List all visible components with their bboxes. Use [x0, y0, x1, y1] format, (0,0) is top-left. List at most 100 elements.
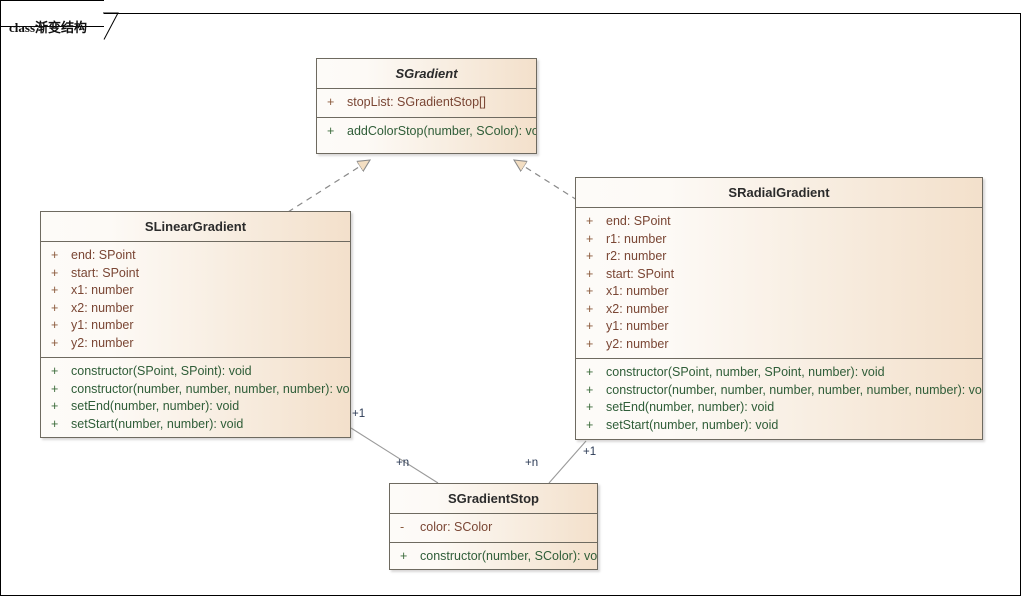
- multiplicity-linear-one: +1: [352, 408, 366, 420]
- diagram-frame-tab: [0, 0, 104, 27]
- member-signature: setStart(number, number): void: [606, 417, 779, 432]
- class-method: + setEnd(number, number): void: [41, 398, 350, 416]
- class-attributes-slineargradient: +end: SPoint +start: SPoint +x1: number …: [41, 242, 350, 357]
- member-signature: r2: number: [606, 249, 667, 263]
- diagram-frame: [0, 13, 1021, 596]
- class-methods-sgradientstop: + constructor(number, SColor): void: [390, 541, 597, 570]
- member-signature: y1: number: [71, 318, 134, 332]
- class-methods-slineargradient: + constructor(SPoint, SPoint): void + cons…: [41, 357, 350, 437]
- member-signature: end: SPoint: [606, 214, 671, 228]
- class-title-sgradient: SGradient: [317, 59, 536, 89]
- class-attribute: + start: SPoint: [41, 265, 350, 283]
- class-attribute: + start: SPoint: [576, 266, 982, 284]
- member-signature: x2: number: [606, 301, 669, 316]
- visibility-marker: +: [327, 123, 335, 138]
- member-signature: y2: number: [606, 336, 669, 351]
- class-box-sgradient[interactable]: SGradient + stopList: SGradientStop[] +ad…: [316, 58, 537, 154]
- class-attribute: + x2: number: [41, 300, 350, 318]
- member-signature: setEnd(number, number): void: [71, 399, 240, 413]
- visibility-marker: +: [586, 382, 594, 397]
- multiplicity-linear-n: +n: [396, 457, 410, 469]
- class-method: + constructor(SPoint, number, SPoint, num…: [576, 364, 982, 382]
- class-attribute: + r1: number: [576, 231, 982, 249]
- visibility-marker: +: [586, 214, 594, 228]
- visibility-marker: +: [586, 266, 594, 281]
- class-attribute: + x1: number: [41, 282, 350, 300]
- class-attribute: + x1: number: [576, 283, 982, 301]
- class-methods-sradialgradient: + constructor(SPoint, number, SPoint, num…: [576, 358, 982, 439]
- class-title-sradialgradient: SRadialGradient: [576, 178, 982, 208]
- member-signature: constructor(SPoint, SPoint): void: [71, 364, 252, 378]
- member-signature: constructor(SPoint, number, SPoint, numb…: [606, 365, 885, 379]
- class-method: + constructor(number, number, number, num…: [41, 381, 350, 399]
- class-attribute: + r2: number: [576, 248, 982, 266]
- member-signature: start: SPoint: [606, 266, 675, 281]
- visibility-marker: +: [51, 364, 59, 378]
- class-box-slineargradient[interactable]: SLinearGradient + end: SPoint + start: SPo…: [40, 211, 351, 438]
- class-method: + setStart(number, number): void: [576, 417, 982, 435]
- class-attribute: + end: SPoint: [41, 247, 350, 265]
- visibility-marker: +: [586, 336, 594, 351]
- visibility-marker: +: [586, 365, 594, 379]
- class-attribute: - color: SColor: [390, 519, 597, 537]
- diagram-title-name: 渐变结构: [35, 21, 88, 36]
- visibility-marker: +: [586, 301, 594, 316]
- class-title-sgradientstop: SGradientStop: [390, 484, 597, 514]
- visibility-marker: +: [586, 284, 594, 298]
- visibility-marker: +: [400, 548, 408, 563]
- visibility-marker: +: [51, 399, 59, 413]
- diagram-frame-tab-corner-icon: [103, 12, 119, 40]
- visibility-marker: +: [51, 335, 59, 350]
- class-box-sgradientstop[interactable]: SGradientStop - color: SColor + constructo…: [389, 483, 598, 570]
- visibility-marker: +: [51, 265, 59, 280]
- multiplicity-radial-one: +1: [583, 446, 597, 458]
- visibility-marker: -: [400, 520, 405, 534]
- visibility-marker: +: [327, 95, 335, 109]
- multiplicity-radial-n: +n: [525, 457, 539, 469]
- class-attribute: + stopList: SGradientStop[]: [317, 94, 536, 112]
- member-signature: x1: number: [71, 283, 134, 297]
- class-attribute: +y1: number: [41, 317, 350, 335]
- visibility-marker: +: [51, 416, 59, 431]
- visibility-marker: +: [51, 381, 59, 396]
- class-method: + constructor(number, SColor): void: [390, 548, 597, 566]
- member-signature: stopList: SGradientStop[]: [347, 95, 486, 109]
- class-attribute: + x2: number: [576, 301, 982, 319]
- visibility-marker: +: [586, 417, 594, 432]
- visibility-marker: +: [51, 283, 59, 297]
- class-attribute: +y2: number: [41, 335, 350, 353]
- class-attribute: + y1: number: [576, 318, 982, 336]
- class-attributes-sgradient: + stopList: SGradientStop[]: [317, 89, 536, 117]
- visibility-marker: +: [586, 319, 594, 333]
- member-signature: color: SColor: [420, 520, 493, 534]
- member-signature: y1: number: [606, 319, 669, 333]
- member-signature: r1: number: [606, 231, 667, 246]
- class-attribute: + end: SPoint: [576, 213, 982, 231]
- class-attributes-sgradientstop: - color: SColor: [390, 514, 597, 542]
- class-method: + constructor(SPoint, SPoint): void: [41, 363, 350, 381]
- class-method: + constructor(number, number, number, num…: [576, 382, 982, 400]
- member-signature: constructor(number, SColor): void: [420, 548, 598, 563]
- diagram-title: class渐变结构: [9, 17, 87, 36]
- visibility-marker: +: [586, 231, 594, 246]
- class-methods-sgradient: +addColorStop(number, SColor): void: [317, 116, 536, 146]
- member-signature: end: SPoint: [71, 248, 136, 262]
- member-signature: x1: number: [606, 284, 669, 298]
- visibility-marker: +: [586, 249, 594, 263]
- class-attribute: + y2: number: [576, 336, 982, 354]
- visibility-marker: +: [51, 300, 59, 315]
- class-method: + setStart(number, number): void: [41, 416, 350, 434]
- visibility-marker: +: [51, 248, 59, 262]
- member-signature: setEnd(number, number): void: [606, 400, 775, 414]
- member-signature: start: SPoint: [71, 265, 140, 280]
- class-method: + setEnd(number, number): void: [576, 399, 982, 417]
- member-signature: x2: number: [71, 300, 134, 315]
- member-signature: setStart(number, number): void: [71, 416, 244, 431]
- member-signature: constructor(number, number, number, numb…: [71, 381, 351, 396]
- visibility-marker: +: [586, 400, 594, 414]
- member-signature: constructor(number, number, number, numb…: [606, 382, 983, 397]
- class-title-slineargradient: SLinearGradient: [41, 212, 350, 242]
- class-attributes-sradialgradient: + end: SPoint + r1: number + r2: number + st…: [576, 208, 982, 358]
- class-box-sradialgradient[interactable]: SRadialGradient + end: SPoint + r1: number…: [575, 177, 983, 440]
